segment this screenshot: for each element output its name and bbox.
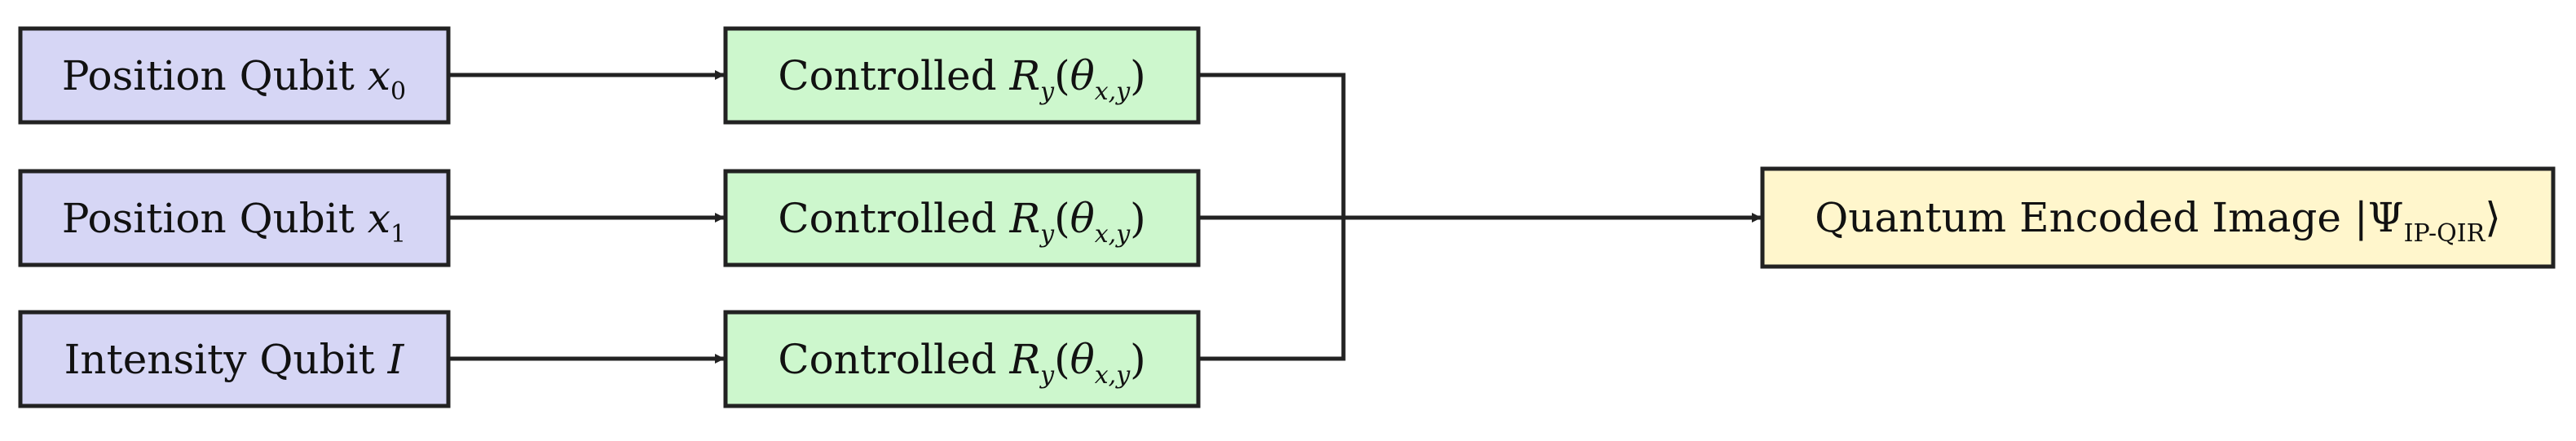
gate-box-1-frame: [723, 169, 1201, 267]
input-qubit-box-0-frame: [18, 26, 451, 125]
gate-box-1: Controlled Ry(θx,y): [723, 169, 1201, 267]
output-label: Quantum Encoded Image |ΨIP-QIR⟩: [1815, 194, 2500, 248]
gate-0-merge-line: [1198, 73, 1346, 218]
input-qubit-box-1-frame: [18, 169, 451, 267]
merge-connectors: [1198, 73, 1762, 361]
gate-2-merge-line: [1198, 218, 1346, 361]
input-qubit-label-1: Position Qubit x1: [62, 195, 406, 249]
gate-label-2: Controlled Ry(θx,y): [778, 336, 1145, 390]
gate-label-1: Controlled Ry(θx,y): [778, 195, 1145, 249]
input-qubit-box-2-frame: [18, 310, 451, 408]
input-qubit-label-0: Position Qubit x0: [62, 52, 406, 106]
input-qubit-box-2: Intensity Qubit I: [18, 310, 451, 408]
gate-box-0-frame: [723, 26, 1201, 125]
output-box: Quantum Encoded Image |ΨIP-QIR⟩: [1760, 166, 2556, 269]
gate-box-2: Controlled Ry(θx,y): [723, 310, 1201, 408]
gate-box-0: Controlled Ry(θx,y): [723, 26, 1201, 125]
input-qubit-label-2: Intensity Qubit I: [64, 336, 405, 383]
gate-label-0: Controlled Ry(θx,y): [778, 52, 1145, 106]
input-connectors: [448, 70, 725, 364]
input-qubit-box-0: Position Qubit x0: [18, 26, 451, 125]
gate-box-2-frame: [723, 310, 1201, 408]
input-qubit-box-1: Position Qubit x1: [18, 169, 451, 267]
output-box-frame: [1760, 166, 2556, 269]
